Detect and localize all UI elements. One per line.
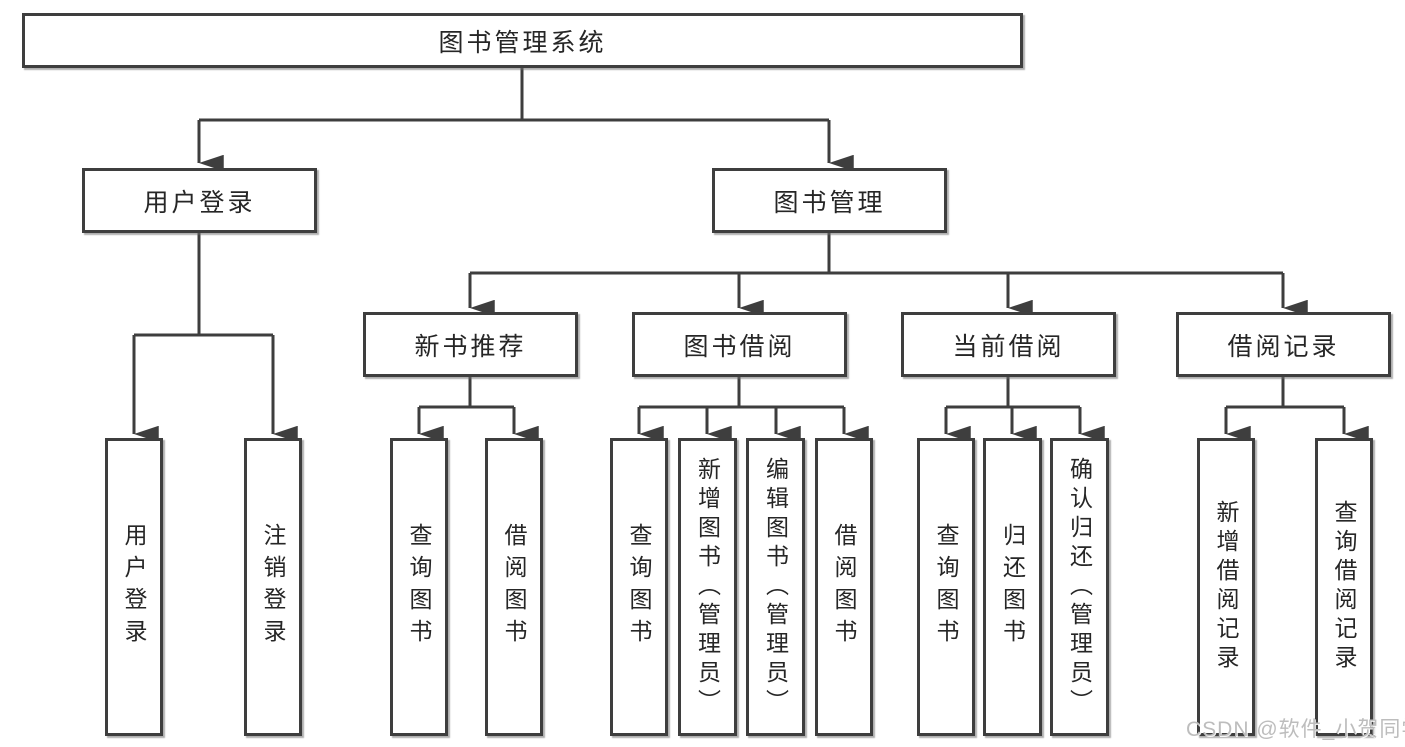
leaf-query-books-borrow: 查询图书: [610, 438, 668, 736]
branch-root: [197, 68, 854, 172]
leaf-logout: 注销登录: [244, 438, 302, 736]
leaf-borrow-books: 借阅图书: [815, 438, 873, 736]
leaf-add-books-admin: 新增图书（管理员）: [678, 438, 737, 736]
leaf-query-borrow-record: 查询借阅记录: [1315, 438, 1373, 736]
branch-borrow-records: [1224, 377, 1369, 443]
branch-book-borrow: [637, 377, 869, 443]
node-book-borrow: 图书借阅: [632, 312, 847, 377]
node-book-management: 图书管理: [712, 168, 947, 233]
branch-new-book-recommend: [417, 377, 539, 443]
watermark-text: CSDN @软件_小贺同学: [1186, 718, 1405, 741]
leaf-query-books-current: 查询图书: [917, 438, 975, 736]
node-new-book-recommend: 新书推荐: [363, 312, 578, 377]
leaf-return-books: 归还图书: [983, 438, 1042, 736]
node-current-borrow: 当前借阅: [901, 312, 1116, 377]
leaf-add-borrow-record: 新增借阅记录: [1197, 438, 1255, 736]
node-library-management-system: 图书管理系统: [22, 13, 1023, 68]
leaf-edit-books-admin: 编辑图书（管理员）: [746, 438, 805, 736]
node-borrow-records: 借阅记录: [1176, 312, 1391, 377]
branch-book-management: [468, 233, 1308, 317]
node-user-login: 用户登录: [82, 168, 317, 233]
branch-current-borrow: [944, 377, 1105, 443]
branch-user-login: [132, 233, 298, 443]
leaf-query-books-recommend: 查询图书: [390, 438, 448, 736]
leaf-confirm-return-admin: 确认归还（管理员）: [1050, 438, 1109, 736]
leaf-borrow-books-recommend: 借阅图书: [485, 438, 543, 736]
leaf-user-login: 用户登录: [105, 438, 163, 736]
